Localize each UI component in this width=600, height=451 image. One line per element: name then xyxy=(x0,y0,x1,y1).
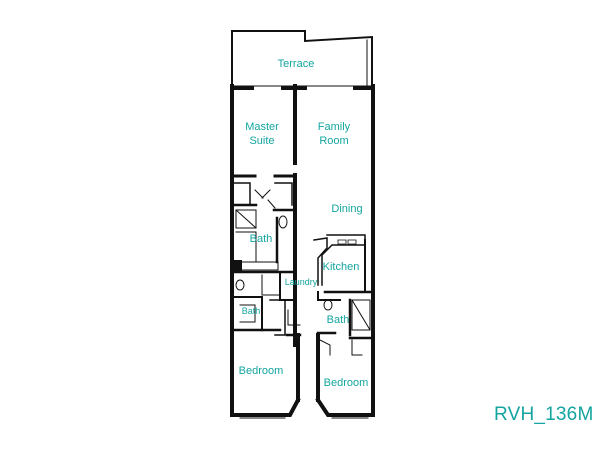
bedroom-right-door xyxy=(319,339,363,356)
label-bedroom-left: Bedroom xyxy=(239,365,284,377)
laundry-door xyxy=(261,274,281,296)
bedroom-right-bay xyxy=(315,397,375,417)
second-bath-toilet xyxy=(323,299,333,311)
kitchen-counter xyxy=(321,234,366,286)
label-dining: Dining xyxy=(331,203,362,215)
terrace-outline xyxy=(231,30,373,87)
label-master-bath: Bath xyxy=(250,233,273,245)
hall-bath-sink xyxy=(239,304,256,323)
label-master-suite-2: Suite xyxy=(249,135,274,147)
label-bedroom-right: Bedroom xyxy=(324,377,369,389)
hall-door xyxy=(287,309,301,326)
closet-right xyxy=(274,182,293,206)
master-bath-shower xyxy=(235,209,257,229)
label-laundry: Laundry xyxy=(285,277,318,287)
label-family-room-2: Room xyxy=(319,135,348,147)
master-bath-vanity xyxy=(239,261,279,271)
label-terrace: Terrace xyxy=(278,58,315,70)
label-family-room-1: Family xyxy=(318,121,351,133)
closet-left xyxy=(231,182,251,206)
second-bath-bottom xyxy=(316,331,375,340)
kitchen-sink xyxy=(337,239,357,245)
plan-code: RVH_136M xyxy=(494,404,594,425)
label-master-suite-1: Master xyxy=(245,121,279,133)
room-labels: Terrace Master Suite Family Room Dining … xyxy=(239,58,369,389)
bedroom-left-bay xyxy=(230,397,301,417)
label-hall-bath: Bath xyxy=(242,306,261,316)
closet-doors xyxy=(254,189,276,209)
hall-closet xyxy=(269,299,286,336)
kitchen-island xyxy=(313,237,328,286)
second-bath-top xyxy=(317,291,341,301)
label-kitchen: Kitchen xyxy=(323,261,360,273)
structural-column xyxy=(232,260,242,271)
hall-bath-toilet xyxy=(235,279,245,291)
master-bath-top xyxy=(230,203,297,212)
label-second-bath: Bath xyxy=(327,314,350,326)
master-toilet xyxy=(278,215,288,229)
walls xyxy=(230,30,375,419)
second-bath-shower xyxy=(351,299,371,331)
